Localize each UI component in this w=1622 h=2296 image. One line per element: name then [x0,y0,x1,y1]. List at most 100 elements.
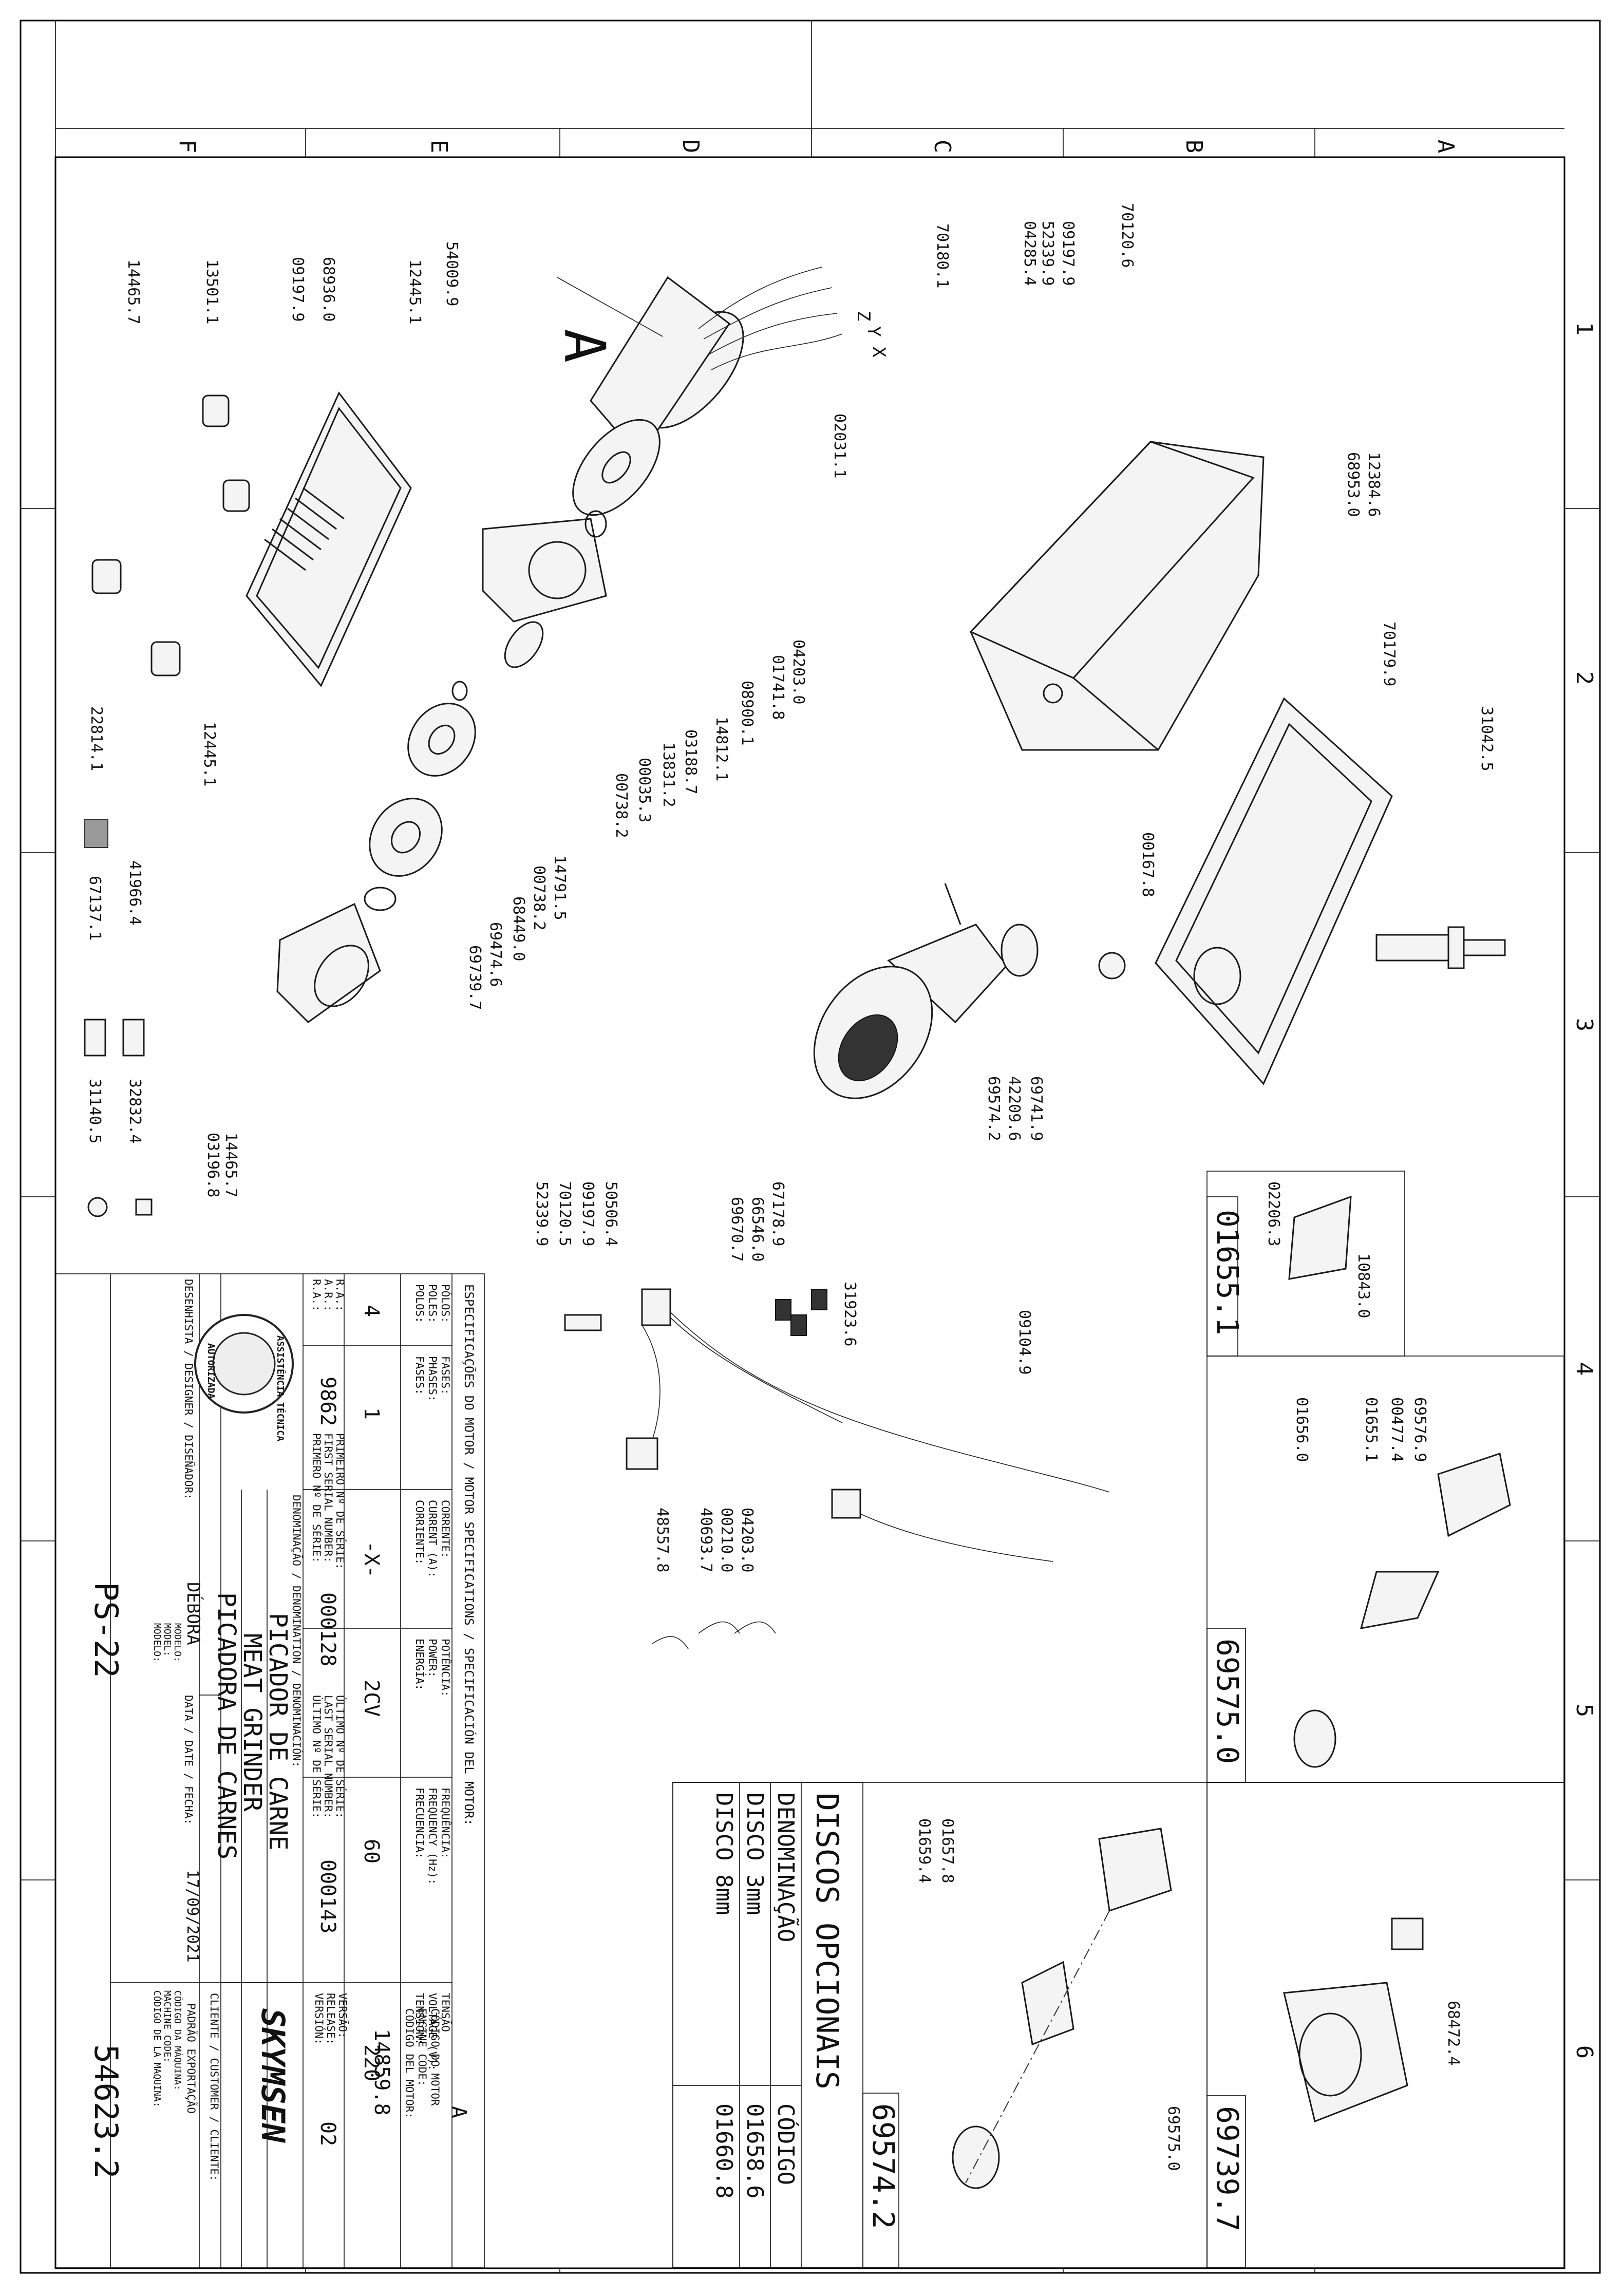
svg-text:R.A.:: R.A.: [334,1279,346,1311]
part-label: 70120.6 [1118,203,1136,268]
motor-assembly: A Z Y X [552,267,889,516]
svg-text:POLOS:: POLOS: [413,1284,426,1323]
svg-text:POLES:: POLES: [426,1284,439,1323]
product-name-pt: PICADOR DE CARNE [263,1613,292,1850]
svg-text:4: 4 [360,1305,383,1317]
svg-text:9862: 9862 [316,1377,340,1426]
part-label: 50506.4 [602,1181,620,1246]
zone-letter: B [1181,140,1207,154]
machine-code: 54623.2 [87,2044,125,2178]
svg-text:CÓDIGO DO MOTOR: CÓDIGO DO MOTOR [429,2008,442,2106]
part-label: 70179.9 [1380,622,1398,686]
stickers [84,819,153,1217]
product-name-es: PICADORA DE CARNES [212,1592,241,1859]
svg-text:CURRENT (A):: CURRENT (A): [426,1500,439,1578]
part-label: 08900.1 [738,681,756,745]
svg-text:ÚLTIMO Nº DE SÉRIE:: ÚLTIMO Nº DE SÉRIE: [334,1695,347,1818]
part-label: 04203.0 [789,639,807,704]
svg-text:LAST SERIAL NUMBER:: LAST SERIAL NUMBER: [322,1695,334,1818]
svg-text:AUTORIZADA: AUTORIZADA [205,1343,216,1399]
machine-label: CÓDIGO DA MÁQUINA: [172,1990,183,2091]
part-label: 69575.0 [1164,2106,1182,2171]
zone-number: 2 [1571,671,1597,685]
product-name-en: MEAT GRINDER [238,1633,267,1812]
part-label: 01657.8 [938,1818,956,1883]
detail-box-code: 01655.1 [1210,1210,1245,1335]
motor-spec-labels: PÓLOS: POLES: POLOS: FASES: PHASES: FASE… [413,1284,452,2071]
detail-box-69574: 69574.2 01657.8 01659.4 69575.0 DISCOS O… [672,1782,1208,2268]
svg-text:60: 60 [360,1839,383,1864]
motor-spec-values: 4 1 -X- 2CV 60 220 [360,1305,383,2081]
part-number-labels: 54009.9 12445.1 09197.9 68936.0 13501.1 … [86,203,1496,1572]
part-label: 01655.1 [1362,1397,1380,1462]
zone-letter: E [426,140,452,154]
part-label: 31923.6 [841,1282,859,1346]
discos-row-name: DISCO 3mm [742,1793,768,1915]
part-label: 14791.5 [551,855,569,920]
svg-text:TENSÃO: TENSÃO [439,1993,452,2032]
part-label: 03196.8 [204,1133,222,1197]
part-label: 70180.1 [933,223,951,288]
part-label: 22814.1 [87,706,105,771]
svg-text:000128: 000128 [316,1592,340,1667]
wire-label: Z [853,311,874,321]
detail-box-code: 69575.0 [1210,1639,1245,1764]
client-value: PADRÃO EXPORTAÇÃO [185,2003,198,2114]
part-label: 09197.9 [289,257,307,322]
part-label: 00738.2 [612,773,630,838]
detail-box-code: 69574.2 [866,2103,901,2229]
zone-number: 5 [1571,1704,1597,1718]
part-label: 31042.5 [1478,706,1496,771]
pusher [1375,926,1506,969]
date-value: 17/09/2021 [183,1870,201,1963]
zone-number: 4 [1571,1362,1597,1376]
svg-text:PÓLOS:: PÓLOS: [439,1284,452,1323]
svg-text:CORRIENTE:: CORRIENTE: [413,1500,426,1565]
serial-values: 9862 000128 000143 14859.8 A 02 [316,1377,470,2146]
wire-label: X [869,347,889,357]
part-label: 69741.9 [1027,1076,1045,1141]
part-label: 67178.9 [769,1181,787,1246]
part-label: 52339.9 [533,1181,551,1246]
zone-letter: C [929,140,955,154]
part-label: 00477.4 [1388,1397,1406,1462]
title-block: ESPECIFICAÇÕES DO MOTOR / MOTOR SPECIFIC… [55,1273,485,2268]
serial-labels: R.A.: A.R.: R.A.: PRIMEIRO Nº DE SÉRIE: … [310,1279,442,2119]
discos-row-code: 01660.8 [711,2103,737,2198]
discos-row-code: 01658.6 [742,2103,768,2198]
part-label: 66546.0 [748,1197,766,1262]
part-label: 04203.0 [738,1508,756,1572]
svg-text:ASSISTÊNCIA TÉCNICA: ASSISTÊNCIA TÉCNICA [275,1335,286,1441]
part-label: 68449.0 [510,896,527,961]
part-label: 09104.9 [1015,1310,1033,1375]
svg-text:VERSÃO:: VERSÃO: [336,1993,350,2039]
model-value: PS-22 [87,1582,125,1678]
svg-text:2CV: 2CV [360,1680,383,1717]
svg-text:PRIMERO Nº DE SÉRIE:: PRIMERO Nº DE SÉRIE: [310,1433,323,1563]
date-label: DATA / DATE / FECHA: [182,1695,195,1825]
detail-box-69739: 69739.7 68472.4 [1206,1782,1564,2268]
svg-text:A.R.:: A.R.: [322,1279,334,1311]
part-label: 03188.7 [682,729,700,794]
svg-text:FASES:: FASES: [413,1356,426,1395]
svg-text:PRIMEIRO Nº DE SÉRIE:: PRIMEIRO Nº DE SÉRIE: [334,1433,347,1570]
detail-box-69575: 69575.0 69576.9 00477.4 01655.1 01656.0 [1206,1356,1564,1783]
part-label: 12445.1 [406,259,424,324]
model-label: MODELO: [172,1623,183,1662]
zone-letter: D [677,140,704,154]
detail-box-01655: 01655.1 02206.3 10843.0 [1206,1171,1405,1357]
svg-text:14859.8: 14859.8 [370,2029,393,2116]
part-label: 31140.5 [86,1079,104,1143]
part-label: 68472.4 [1444,2001,1462,2065]
authorized-service-seal: ASSISTÊNCIA TÉCNICA AUTORIZADA [194,1314,294,1441]
svg-text:TENSIÓN:: TENSIÓN: [413,1993,426,2045]
designer-label: DESENHISTA / DESIGNER / DISEÑADOR: [182,1279,196,1500]
discos-header-name: DENOMINAÇÃO [772,1793,799,1942]
discos-opcionais-table: DISCOS OPCIONAIS DENOMINAÇÃO CÓDIGO DISC… [672,1782,863,2268]
zone-number: 6 [1571,2045,1597,2059]
part-label: 04285.4 [1021,221,1039,286]
svg-text:220: 220 [360,2044,383,2081]
discos-row-name: DISCO 8mm [711,1793,737,1915]
svg-text:RELEASE:: RELEASE: [325,1993,337,2045]
client-label: CLIENTE / CUSTOMER / CLIENTE: [208,1993,220,2181]
